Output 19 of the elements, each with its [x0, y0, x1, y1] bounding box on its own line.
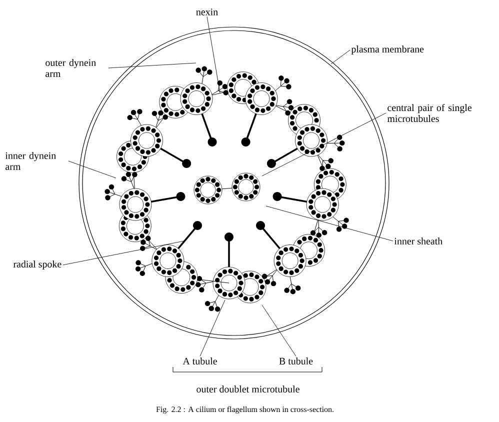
part-label: plasma membrane: [351, 45, 424, 55]
part-label: radial spoke: [13, 260, 62, 270]
leader-line: [200, 300, 226, 357]
leader-line: [266, 206, 394, 242]
part-label: nexin: [196, 8, 218, 16]
bracket-label: outer doublet microtubule: [196, 386, 300, 392]
part-label: A tubule: [182, 358, 217, 364]
part-label: B tubule: [279, 358, 313, 364]
part-label: inner dynein arm: [5, 152, 56, 170]
leader-line: [262, 112, 386, 176]
leader-line: [330, 50, 350, 64]
part-label: inner sheath: [394, 238, 442, 244]
leader-line: [62, 240, 184, 266]
leader-line: [108, 62, 196, 68]
leader-line: [262, 304, 296, 357]
part-label: outer dynein arm: [46, 59, 96, 77]
leader-line: [68, 160, 116, 178]
leader-line: [206, 16, 220, 94]
part-label: central pair of single microtubules: [387, 104, 472, 122]
